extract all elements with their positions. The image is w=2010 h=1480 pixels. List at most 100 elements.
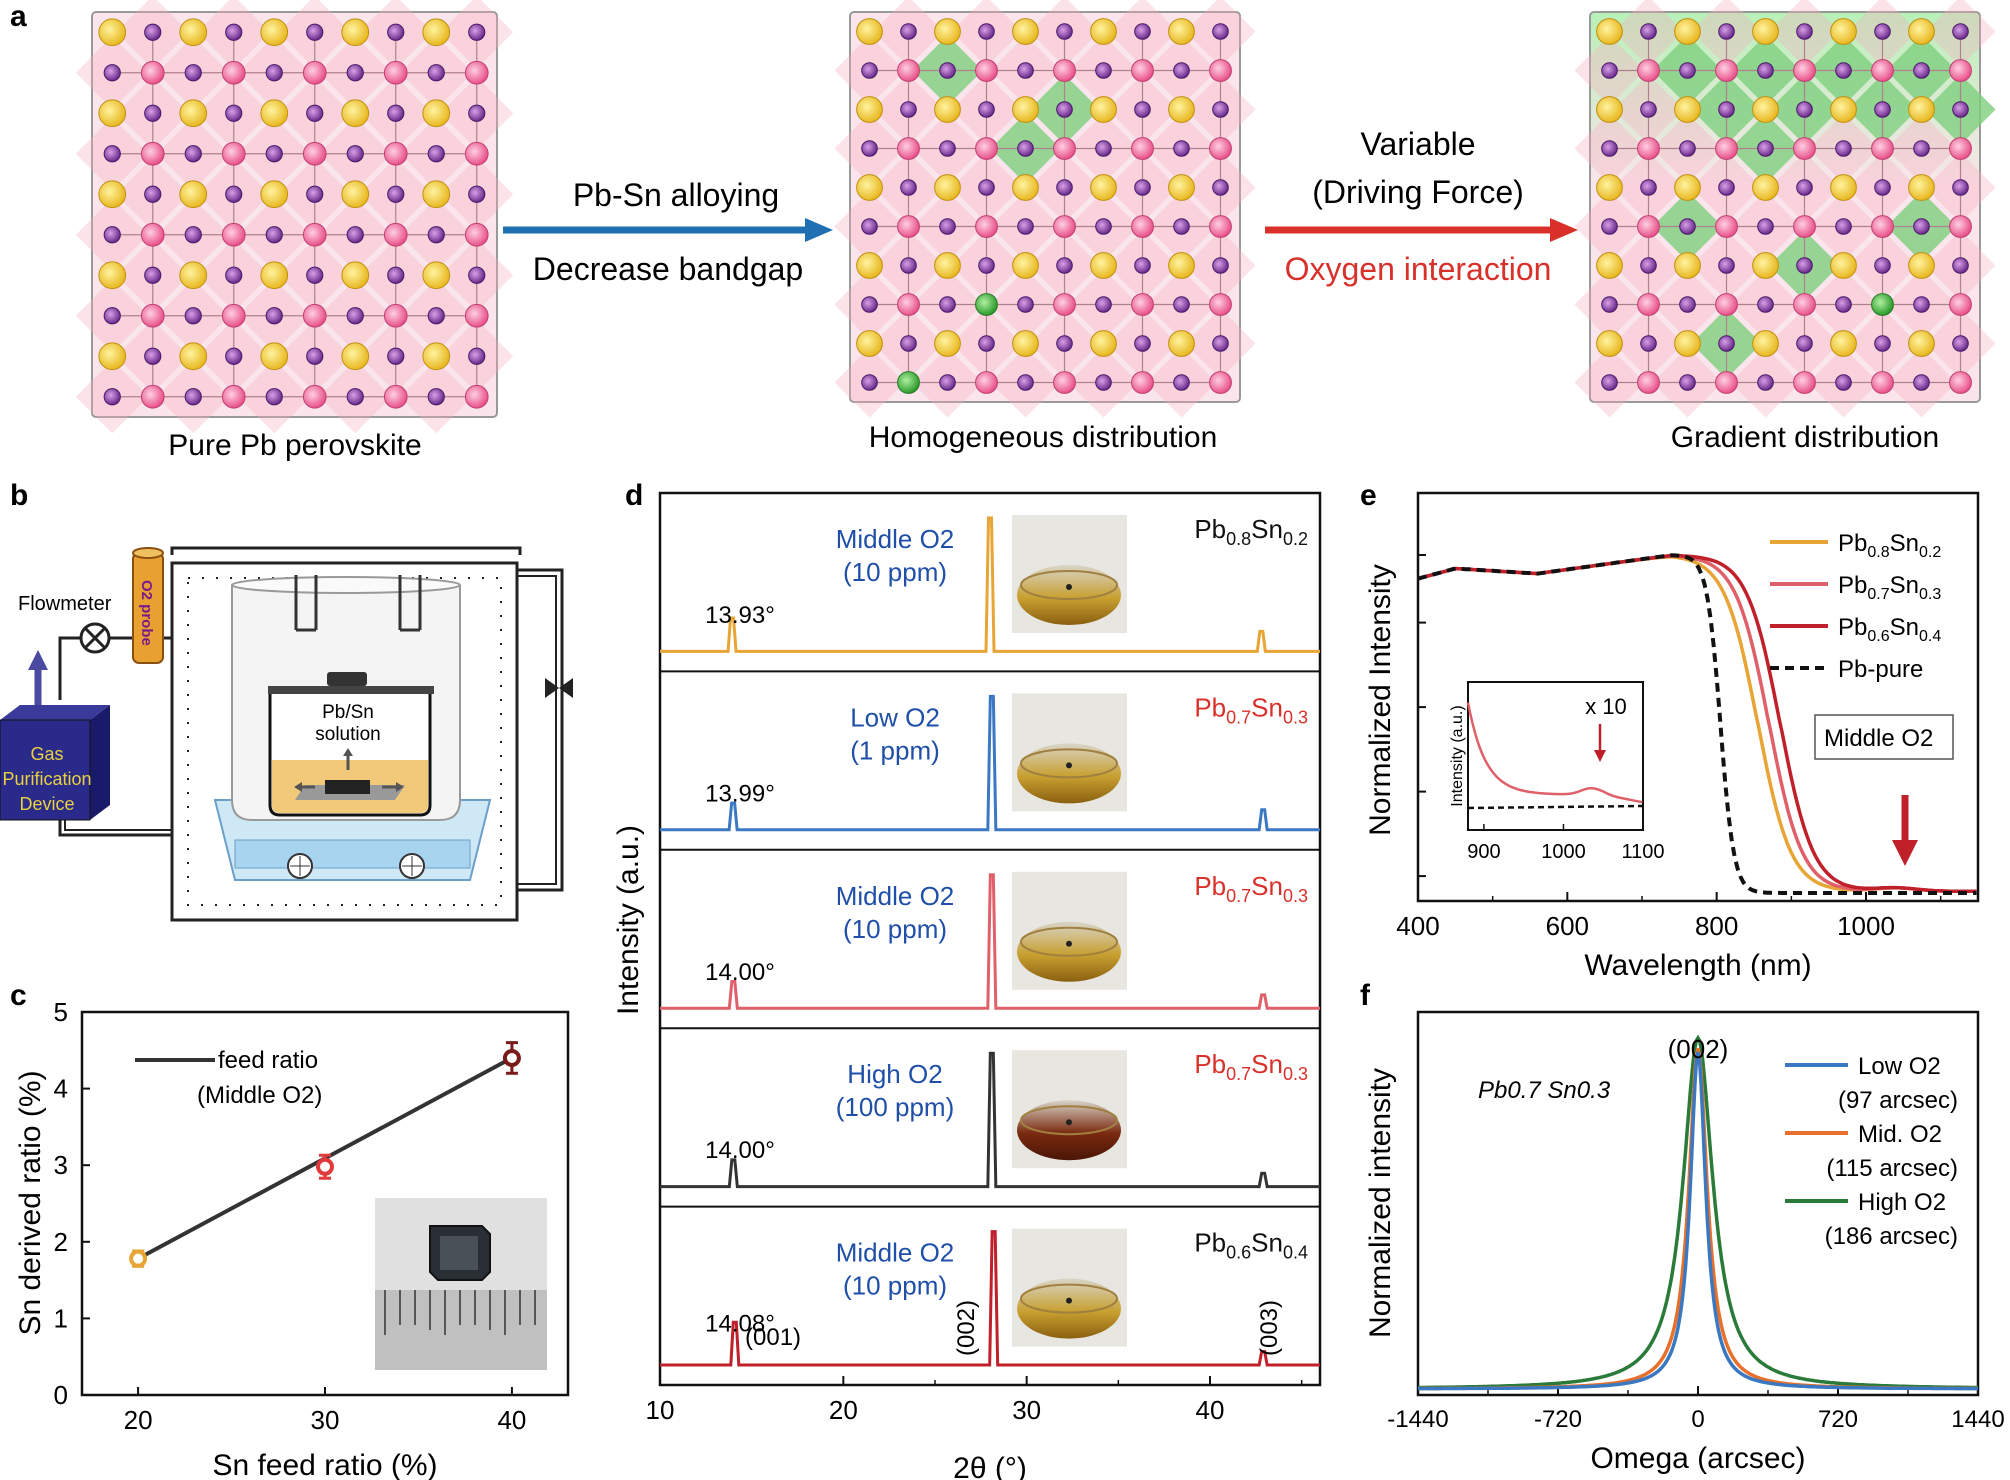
- a-site-atom: [1908, 330, 1935, 357]
- halide-atom: [861, 374, 878, 391]
- halide-atom: [1095, 296, 1112, 313]
- halide-atom: [346, 226, 364, 244]
- a-site-atom: [1596, 18, 1623, 45]
- halide-atom: [184, 64, 202, 82]
- halide-atom: [1757, 62, 1774, 79]
- a-site-atom: [341, 18, 370, 47]
- halide-atom: [1757, 296, 1774, 313]
- pb-atom: [221, 60, 246, 85]
- hkl-003: (003): [1256, 1300, 1283, 1356]
- halide-atom: [1679, 296, 1696, 313]
- halide-atom: [1913, 140, 1930, 157]
- pb-atom: [221, 141, 246, 166]
- vial-liquid: [1017, 743, 1121, 804]
- halide-atom: [1212, 23, 1229, 40]
- pb-atom: [221, 303, 246, 328]
- a-site-atom: [1012, 96, 1039, 123]
- halide-atom: [1718, 179, 1735, 196]
- pb-atom: [1871, 215, 1894, 238]
- halide-atom: [1640, 101, 1657, 118]
- pb-atom: [1131, 137, 1154, 160]
- halide-atom: [1056, 101, 1073, 118]
- caption-gradient: Gradient distribution: [1671, 421, 1939, 454]
- legend-label: Pb0.8Sn0.2: [1838, 530, 1941, 561]
- x-tick-label: 20: [829, 1395, 858, 1425]
- inset-ylabel: Intensity (a.u.): [1449, 705, 1466, 806]
- pb-atom: [897, 137, 920, 160]
- halide-atom: [265, 64, 283, 82]
- halide-atom: [1601, 62, 1618, 79]
- a-site-atom: [856, 96, 883, 123]
- halide-atom: [1640, 179, 1657, 196]
- y-tick-label: 4: [54, 1074, 68, 1104]
- a-site-atom: [260, 261, 289, 290]
- halide-atom: [939, 140, 956, 157]
- xrd-pattern: [660, 873, 1320, 1010]
- x-tick-label: 720: [1818, 1406, 1858, 1433]
- halide-atom: [1095, 62, 1112, 79]
- y-tick-label: 1: [54, 1303, 68, 1333]
- inset-x-tick-label: 1100: [1621, 841, 1664, 863]
- halide-atom: [387, 266, 405, 284]
- pb-atom: [1053, 371, 1076, 394]
- setup-schematic: Flowmeter O2 probe Gas Purification Devi…: [0, 546, 573, 922]
- pb-atom: [1131, 371, 1154, 394]
- vial-liquid: [1017, 1278, 1121, 1339]
- a-site-atom: [1090, 174, 1117, 201]
- a-site-atom: [98, 261, 127, 290]
- inset-label: x 10: [1585, 694, 1627, 719]
- halide-atom: [144, 347, 162, 365]
- halide-atom: [346, 307, 364, 325]
- legend-fwhm-label: (186 arcsec): [1825, 1223, 1958, 1250]
- halide-atom: [1952, 257, 1969, 274]
- halide-atom: [184, 307, 202, 325]
- x-tick-label: 30: [1012, 1395, 1041, 1425]
- halide-atom: [978, 335, 995, 352]
- pb-atom: [383, 222, 408, 247]
- a-site-atom: [1596, 96, 1623, 123]
- inset-curve: [1466, 702, 1643, 804]
- legend-label-2: (Middle O2): [197, 1082, 322, 1109]
- halide-atom: [468, 266, 486, 284]
- a-site-atom: [1168, 174, 1195, 201]
- condition-label: (10 ppm): [843, 557, 947, 587]
- halide-atom: [1679, 374, 1696, 391]
- pb-atom: [897, 293, 920, 316]
- halide-atom: [1796, 257, 1813, 274]
- panel-e-ylabel: Normalized Intensity: [1364, 564, 1397, 836]
- a-site-atom: [1830, 18, 1857, 45]
- halide-atom: [1017, 374, 1034, 391]
- pb-atom: [140, 222, 165, 247]
- a-site-atom: [179, 180, 208, 209]
- halide-atom: [1679, 218, 1696, 235]
- x-tick-label: -1440: [1387, 1406, 1448, 1433]
- data-point: [316, 1157, 334, 1176]
- halide-atom: [468, 347, 486, 365]
- halide-atom: [1056, 335, 1073, 352]
- pb-atom: [1131, 293, 1154, 316]
- halide-atom: [900, 23, 917, 40]
- panel-d-xlabel: 2θ (°): [953, 1452, 1027, 1480]
- a-site-atom: [1674, 174, 1701, 201]
- halide-atom: [427, 64, 445, 82]
- peak-position-label: 13.99°: [705, 780, 775, 807]
- pb-atom: [1209, 215, 1232, 238]
- halide-atom: [427, 307, 445, 325]
- a-site-atom: [422, 342, 451, 371]
- a-site-atom: [341, 261, 370, 290]
- a-site-atom: [422, 261, 451, 290]
- stir-bar: [1066, 1119, 1072, 1126]
- halide-atom: [978, 101, 995, 118]
- a-site-atom: [856, 18, 883, 45]
- halide-atom: [1134, 23, 1151, 40]
- pb-atom: [140, 384, 165, 409]
- a-site-atom: [98, 99, 127, 128]
- a-site-atom: [1830, 330, 1857, 357]
- x-tick-label: -720: [1534, 1406, 1582, 1433]
- halide-atom: [1679, 62, 1696, 79]
- halide-atom: [1212, 257, 1229, 274]
- a-site-atom: [934, 330, 961, 357]
- halide-atom: [1796, 101, 1813, 118]
